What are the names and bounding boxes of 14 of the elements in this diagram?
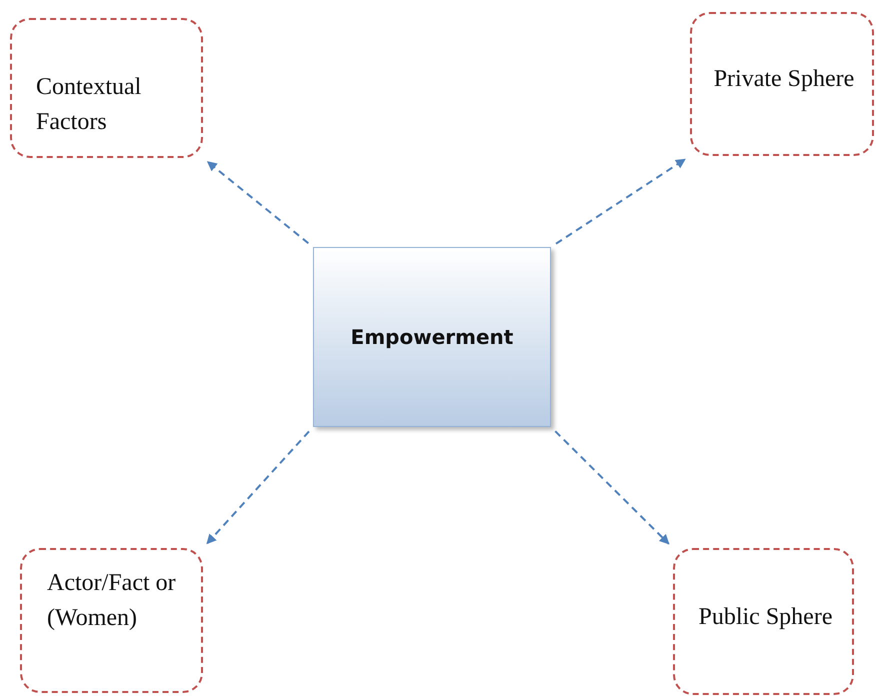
node-label: Actor/Fact or (Women) <box>47 569 177 633</box>
central-box <box>313 247 551 427</box>
node-label: Private Sphere <box>712 65 856 94</box>
node-label: Contextual Factors <box>36 73 142 137</box>
dashed-box <box>673 548 854 695</box>
dashed-arrow <box>206 430 310 544</box>
dashed-box <box>10 18 203 158</box>
dashed-box <box>690 12 874 156</box>
dashed-arrow <box>555 158 686 245</box>
dashed-arrow <box>206 161 309 244</box>
node-label: Public Sphere <box>698 603 834 632</box>
node-label: Empowerment <box>350 325 514 349</box>
dashed-box <box>20 548 203 693</box>
dashed-arrow <box>554 430 670 544</box>
